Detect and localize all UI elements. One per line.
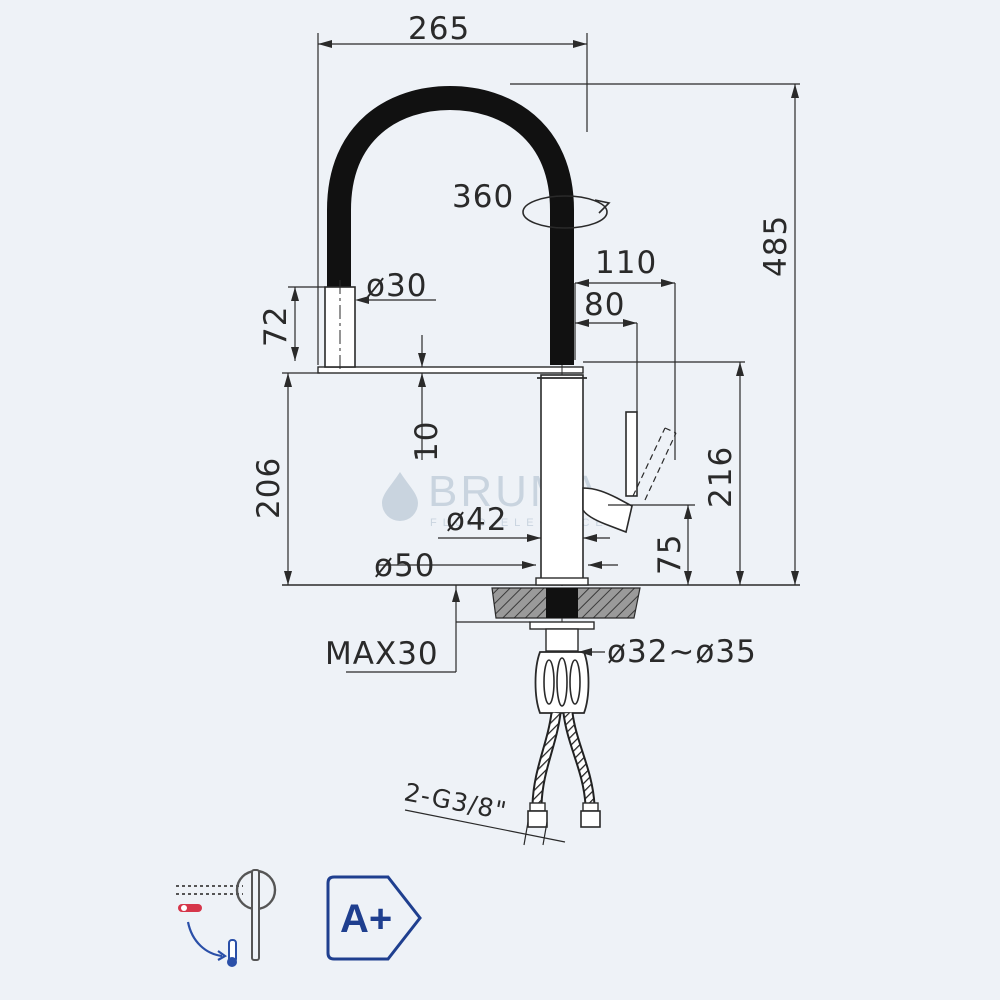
label-max30: MAX30 [325,636,439,672]
dim-body-diameter: ø42 [438,502,610,542]
faucet-body [540,374,584,581]
water-drop-logo-icon [382,472,418,521]
label-206: 206 [251,457,287,519]
label-72: 72 [258,306,294,347]
mounting-shank [545,628,579,652]
energy-label-text: A+ [340,897,392,941]
label-10: 10 [409,421,445,462]
label-connection: 2-G3/8" [402,777,510,825]
black-hose [327,85,574,365]
dim-handle-height: 216 [583,361,745,585]
label-485: 485 [758,215,794,277]
lever-joint [582,487,633,534]
mounting-washer [529,621,595,630]
label-d50: ø50 [374,548,435,584]
faucet-base-ring [535,577,589,586]
energy-label-icon: A+ [326,875,422,961]
label-360: 360 [452,179,514,215]
dim-hole-diameter: ø32~ø35 [578,634,757,670]
label-75: 75 [652,534,688,575]
dim-total-height: 485 [510,83,800,585]
label-d32-35: ø32~ø35 [607,634,757,670]
label-d42: ø42 [446,502,507,538]
mounting-nut [534,651,590,714]
rotation-360: 360 [452,179,611,229]
counter-section [491,587,641,619]
label-110: 110 [595,245,657,281]
cold-start-icon [176,869,277,967]
label-216: 216 [703,446,739,508]
dim-reach: 110 80 [574,245,676,460]
lever-handle [625,411,638,497]
label-80: 80 [584,287,625,323]
supply-hoses [527,712,601,828]
dim-body-height: 206 [251,372,320,585]
dim-pipe-diameter: ø30 [355,268,436,304]
rotate-arrow-icon [522,195,608,229]
top-plate [317,366,584,374]
dim-width-top: 265 [317,11,588,365]
dim-base-height: 75 [608,504,695,585]
label-d30: ø30 [366,268,427,304]
dim-pipe-height: 72 [258,286,325,361]
dim-base-diameter: ø50 [374,548,618,584]
dim-plate: 10 [409,335,445,462]
label-265: 265 [408,11,470,47]
dim-max-deck: MAX30 [325,585,530,673]
lever-handle-open-ghost [632,427,677,501]
